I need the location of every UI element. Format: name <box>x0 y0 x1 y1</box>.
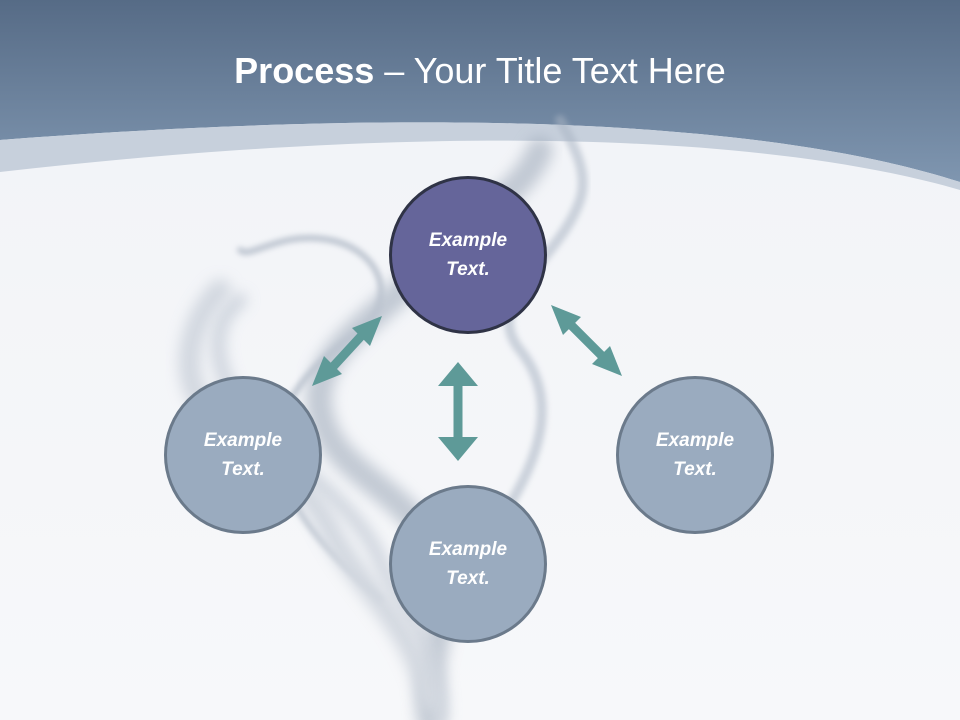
node-left-label: Example Text. <box>188 426 298 484</box>
node-left-line2: Text. <box>221 459 265 480</box>
node-left-line1: Example <box>203 430 283 451</box>
arrow-main-bottom <box>438 362 478 461</box>
process-node-left: Example Text. <box>164 376 322 534</box>
title-bold: Process <box>234 50 375 91</box>
node-bottom-line1: Example <box>428 539 508 560</box>
node-right-line2: Text. <box>673 459 717 480</box>
process-node-bottom: Example Text. <box>389 485 547 643</box>
node-main-line2: Text. <box>446 259 490 280</box>
page-title: Process – Your Title Text Here <box>0 50 960 92</box>
header-swoosh <box>0 122 960 190</box>
node-bottom-label: Example Text. <box>413 535 523 593</box>
arrow-main-right <box>551 305 622 376</box>
node-right-line1: Example <box>655 430 735 451</box>
node-bottom-line2: Text. <box>446 568 490 589</box>
node-main-label: Example Text. <box>413 226 523 284</box>
process-node-main: Example Text. <box>389 176 547 334</box>
arrow-main-left <box>312 316 382 386</box>
header-band <box>0 0 960 182</box>
process-node-right: Example Text. <box>616 376 774 534</box>
node-right-label: Example Text. <box>640 426 750 484</box>
node-main-line1: Example <box>428 230 508 251</box>
title-rest: – Your Title Text Here <box>374 50 726 91</box>
